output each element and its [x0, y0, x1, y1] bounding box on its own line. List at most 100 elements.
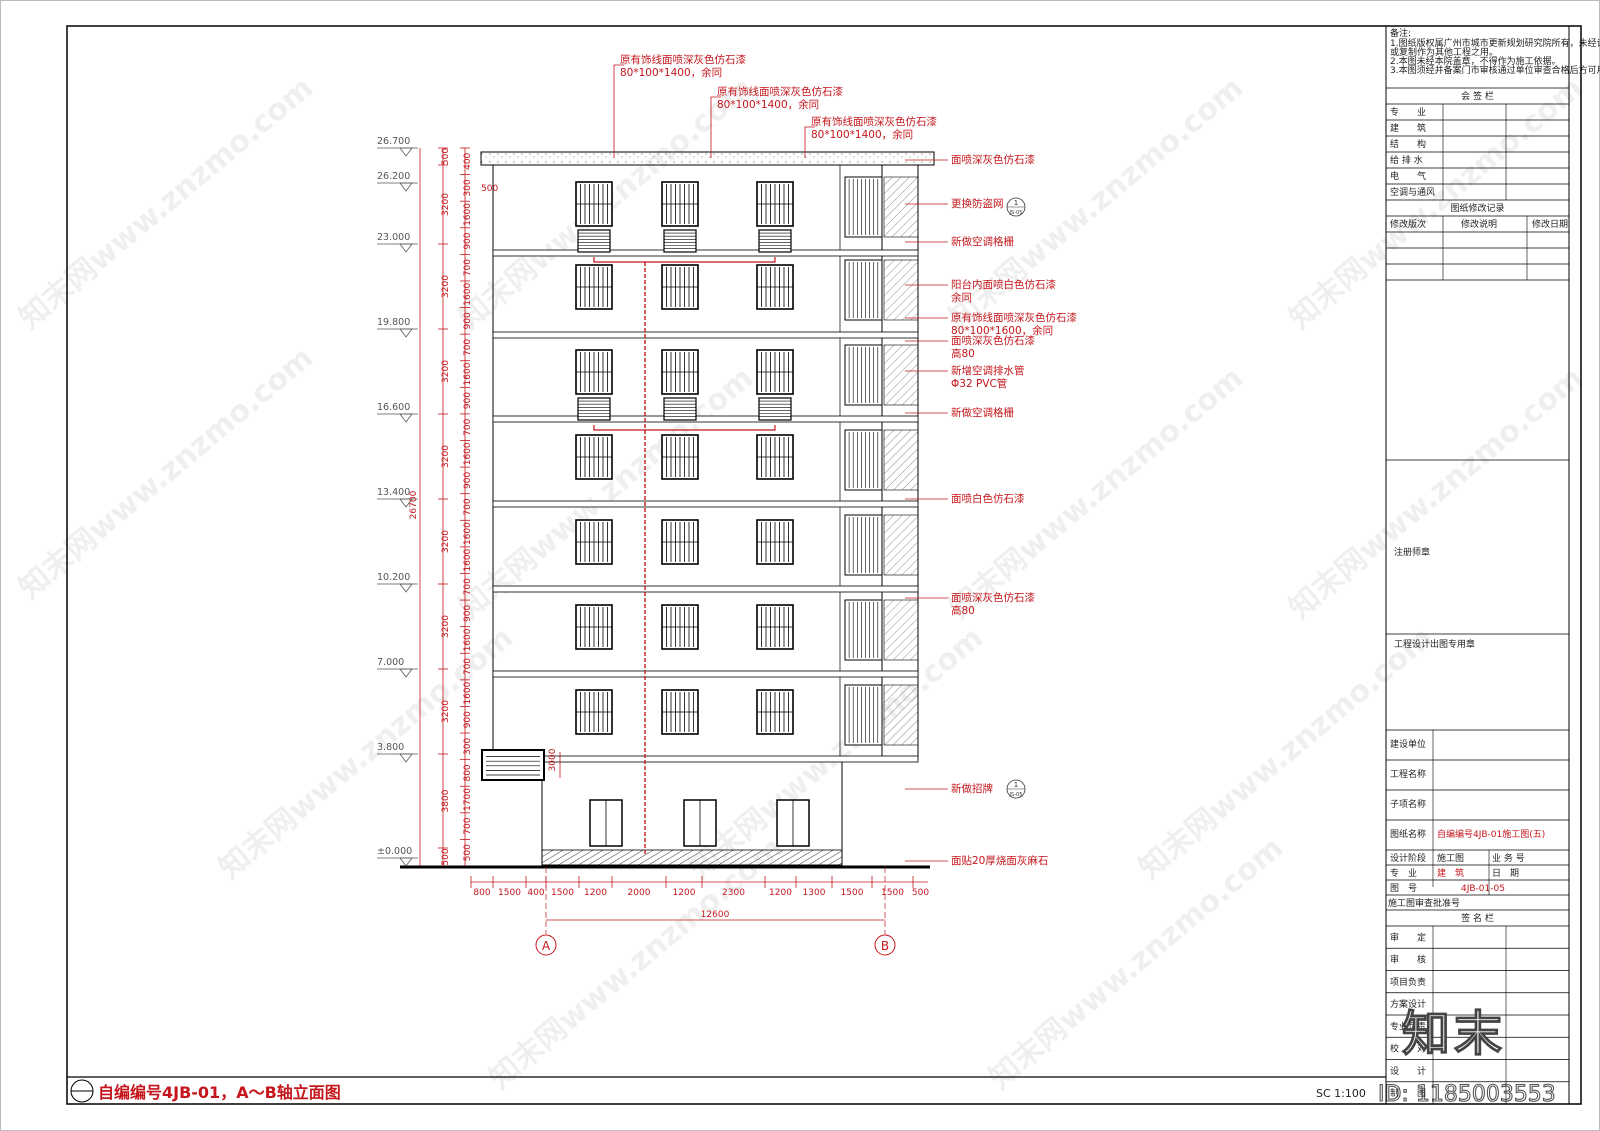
window-grille	[661, 519, 699, 565]
dim-outer-label: 3200	[441, 700, 451, 723]
dim-horizontal-label: 1500	[841, 888, 864, 898]
leader-line	[804, 126, 815, 158]
level-triangle-icon	[399, 328, 413, 338]
balcony-frame	[844, 429, 883, 491]
signature-row-label: 项目负责	[1390, 976, 1426, 988]
window-grille	[575, 264, 613, 310]
ac-louver	[663, 397, 697, 421]
level-triangle-icon	[399, 857, 413, 867]
window-grille	[756, 349, 794, 395]
floor-band	[492, 415, 919, 423]
balcony-grille	[844, 176, 883, 238]
window-grille	[756, 604, 794, 650]
balcony-hatch	[883, 599, 919, 661]
field-label: 子项名称	[1390, 798, 1426, 810]
dim-inner-label: 1700	[463, 788, 473, 811]
right-annotation-line-1: 新做空调格栅	[951, 406, 1014, 419]
right-annotation-line-2: 80*100*1600，余同	[951, 324, 1053, 337]
right-annotation-line-2: 高80	[951, 347, 975, 360]
floor-band	[492, 585, 919, 593]
watermark-text: 知末网www.znzmo.com	[1133, 620, 1440, 886]
balcony-hatch	[883, 429, 919, 491]
logo-mark: 知末	[1402, 1006, 1506, 1062]
scale-label: SC 1:100	[1316, 1087, 1366, 1100]
level-triangle-icon	[399, 243, 413, 253]
watermark-text: 知末网www.znzmo.com	[13, 340, 320, 606]
balcony-grille	[844, 344, 883, 406]
dim-inner-label: 900	[463, 392, 473, 409]
ac-louver	[577, 397, 611, 421]
right-annotation-line-1: 面喷深灰色仿石漆	[951, 153, 1035, 166]
ac-drain-pipe	[593, 257, 776, 263]
level-label: 26.700	[377, 136, 410, 147]
window-grille	[575, 181, 613, 227]
window-grille	[756, 434, 794, 480]
detail-callout-sheet: JS-05	[1009, 210, 1023, 216]
right-annotation-line-1: 面贴20厚烧面灰麻石	[951, 854, 1048, 867]
level-triangle-icon	[399, 182, 413, 192]
balcony-hatch	[883, 684, 919, 746]
balcony-hatch	[883, 176, 919, 238]
balcony-grille	[844, 599, 883, 661]
dim-inner-label: 700	[463, 658, 473, 675]
signature-row-label: 方案设计	[1390, 998, 1426, 1010]
annotation-line-1: 原有饰线面喷深灰色仿石漆	[811, 115, 937, 128]
right-annotation-line-1: 更换防盗网	[951, 197, 1004, 210]
watermark-text: 知末网www.znzmo.com	[213, 620, 520, 886]
level-label: 7.000	[377, 657, 404, 668]
detail-callout-number: 1	[1014, 199, 1018, 207]
balcony-grille	[844, 514, 883, 576]
annotation-line-2: 80*100*1400，余同	[811, 128, 913, 141]
dim-outer-label: 500	[441, 148, 451, 165]
discipline-label: 电 气	[1390, 170, 1426, 182]
notes-line: 1.图纸版权属广州市城市更新规划研究院所有，未经许可，不得翻印	[1390, 37, 1600, 49]
dim-outer-label: 3800	[441, 789, 451, 812]
dim-outer-label: 500	[441, 848, 451, 865]
window-grille	[575, 604, 613, 650]
revision-col-label: 修改版次	[1390, 218, 1426, 230]
dim-inner-label: 1600	[463, 203, 473, 226]
watermark-text: 知末网www.znzmo.com	[1283, 360, 1590, 626]
discipline-label: 建 筑	[1390, 122, 1426, 134]
detail-callout-number: 1	[1014, 781, 1018, 789]
field-label: 建设单位	[1390, 738, 1426, 750]
window-grille	[575, 519, 613, 565]
field-label: 专 业	[1390, 867, 1417, 879]
balcony-hatch	[883, 344, 919, 406]
granite-base	[541, 849, 843, 866]
dim-inner-label: 700	[463, 418, 473, 435]
level-triangle-icon	[399, 147, 413, 157]
discipline-label: 空调与通风	[1390, 186, 1435, 198]
dim-horizontal-label: 1500	[498, 888, 521, 898]
watermark-text: 知末网www.znzmo.com	[483, 830, 790, 1096]
watermark-text: 知末网www.znzmo.com	[1283, 70, 1590, 336]
dim-inner-label: 700	[463, 578, 473, 595]
right-annotation-line-2: Φ32 PVC管	[951, 377, 1007, 390]
balcony-frame	[844, 344, 883, 406]
window-grille	[661, 349, 699, 395]
signature-row-label: 制 图	[1390, 1087, 1426, 1099]
dim-inner-label: 1600	[463, 681, 473, 704]
signboard	[481, 749, 545, 781]
dim-horizontal-label: 1300	[803, 888, 826, 898]
dim-horizontal-label: 1200	[673, 888, 696, 898]
right-annotation-line-1: 阳台内面喷白色仿石漆	[951, 278, 1056, 291]
level-label: 23.000	[377, 232, 410, 243]
balcony-grille	[844, 429, 883, 491]
balcony-frame	[844, 684, 883, 746]
balcony-frame	[844, 599, 883, 661]
discipline-label: 结 构	[1390, 138, 1426, 150]
ac-drain-pipe	[593, 425, 776, 431]
window-grille	[756, 519, 794, 565]
revision-col-label: 修改说明	[1461, 218, 1497, 230]
dim-outer-label: 3200	[441, 193, 451, 216]
notes-line: 或复制作为其他工程之用。	[1390, 46, 1498, 58]
discipline-value: 建 筑	[1437, 867, 1464, 879]
right-annotation-line-1: 新做招牌	[951, 782, 993, 795]
ac-louver	[577, 229, 611, 253]
level-label: 10.200	[377, 572, 410, 583]
discipline-label: 专 业	[1390, 106, 1426, 118]
notes-heading: 备注:	[1390, 27, 1411, 39]
engineer-seal-label: 注册师章	[1394, 546, 1430, 558]
